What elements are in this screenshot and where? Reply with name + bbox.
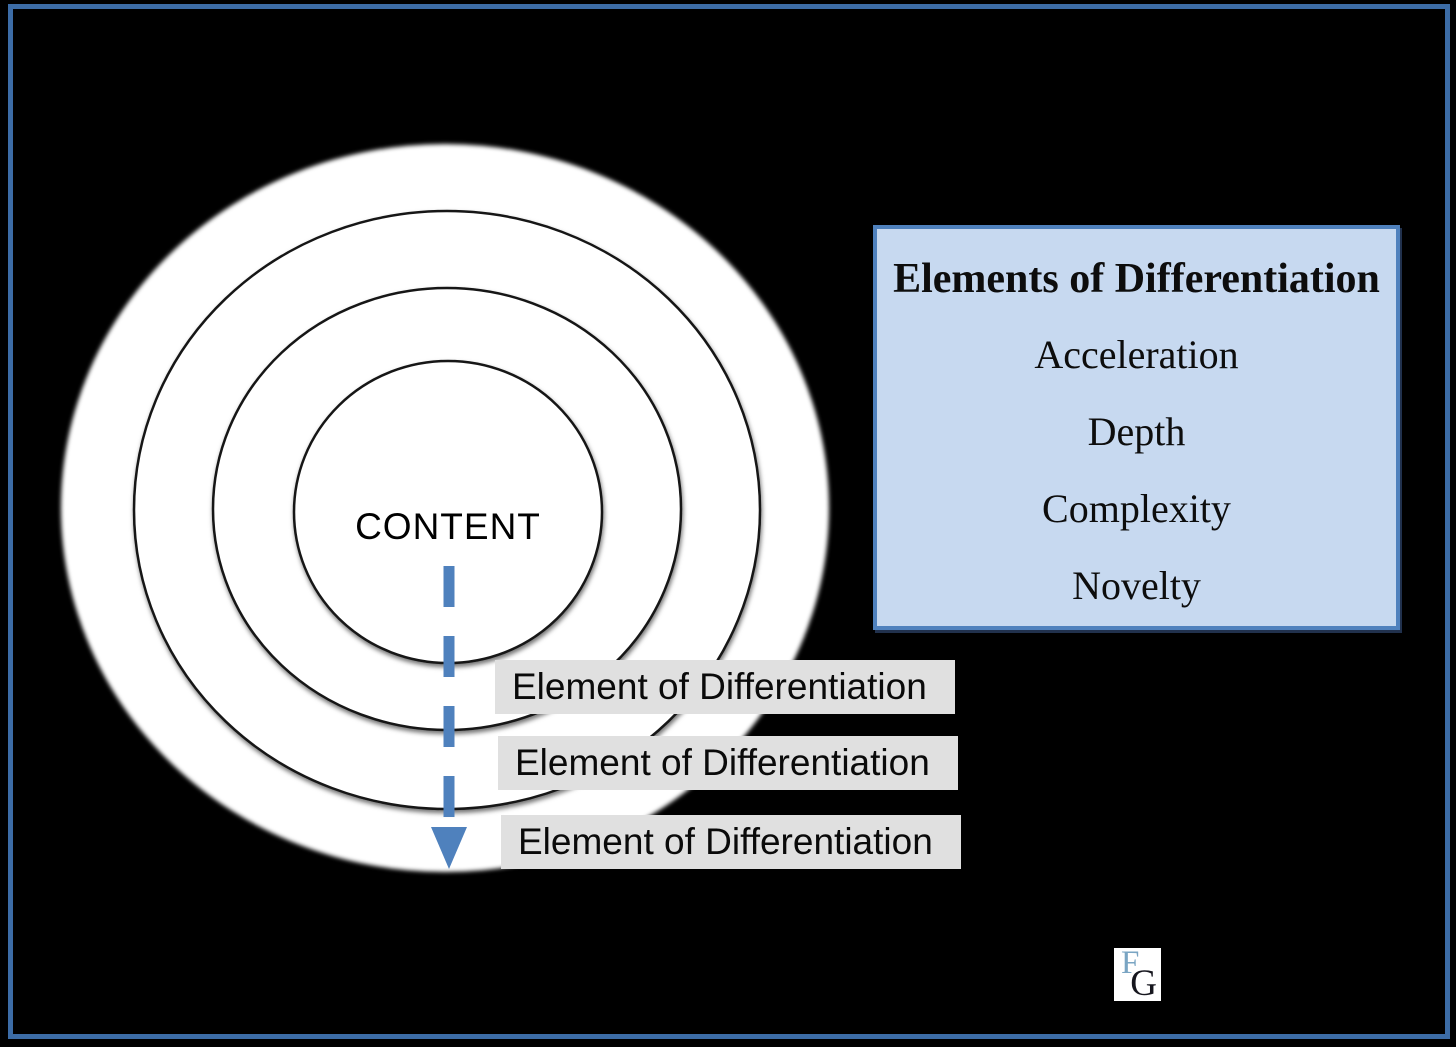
logo-monogram: F G xyxy=(1114,945,1161,1004)
arrow-head-icon xyxy=(431,827,467,869)
ring-label-3: Element of Differentiation xyxy=(501,815,961,869)
logo-letter-bottom: G xyxy=(1130,963,1157,1004)
ring-label-1: Element of Differentiation xyxy=(495,660,955,714)
legend-item-acceleration: Acceleration xyxy=(1034,332,1239,377)
legend-box: Elements of Differentiation Acceleration… xyxy=(873,225,1400,630)
legend-item-depth: Depth xyxy=(1087,409,1186,454)
center-label: CONTENT xyxy=(355,506,541,547)
legend-title: Elements of Differentiation xyxy=(893,256,1380,302)
legend-item-complexity: Complexity xyxy=(1042,486,1231,531)
logo-letter-top: F xyxy=(1121,945,1140,981)
legend-item-novelty: Novelty xyxy=(1072,563,1201,608)
ring-label-2: Element of Differentiation xyxy=(498,736,958,790)
